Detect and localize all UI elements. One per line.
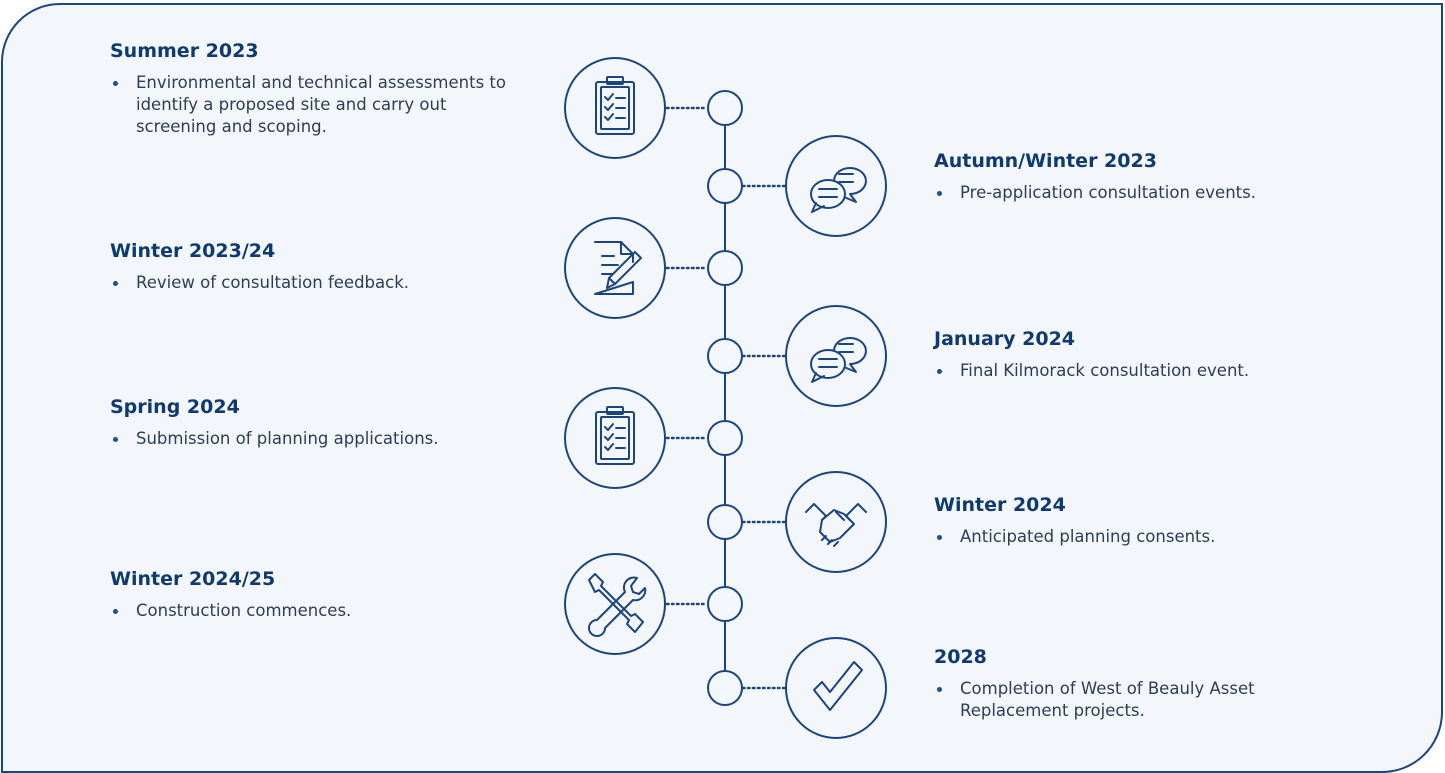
node-january-2024 — [707, 338, 743, 374]
clipboard-checklist-icon — [595, 76, 635, 135]
icon-circle-winter-2024-25 — [564, 553, 666, 655]
node-2028 — [707, 670, 743, 706]
wrench-screwdriver-icon — [588, 573, 647, 637]
node-winter-2023-24 — [707, 250, 743, 286]
milestone-bullet: Pre-application consultation events. — [934, 182, 1354, 204]
node-winter-2024-25 — [707, 586, 743, 622]
milestone-autumn-winter-2023: Autumn/Winter 2023 Pre-application consu… — [934, 150, 1354, 204]
clipboard-checklist-icon — [595, 406, 635, 465]
milestone-bullets: Review of consultation feedback. — [110, 272, 550, 294]
node-summer-2023 — [707, 90, 743, 126]
milestone-title: Winter 2024 — [934, 494, 1066, 516]
document-edit-icon — [594, 241, 642, 295]
milestone-bullet: Anticipated planning consents. — [934, 526, 1354, 548]
connectors — [665, 106, 787, 690]
milestone-title: 2028 — [934, 646, 987, 668]
milestone-bullet: Environmental and technical assessments … — [110, 72, 516, 138]
milestone-title: Winter 2023/24 — [110, 240, 276, 262]
milestone-title: Summer 2023 — [110, 40, 259, 62]
handshake-icon — [805, 503, 867, 547]
milestone-bullets: Construction commences. — [110, 600, 550, 622]
milestone-bullet: Construction commences. — [110, 600, 550, 622]
panel-border — [1, 3, 1443, 773]
timeline-nodes — [707, 90, 743, 706]
milestone-title: Spring 2024 — [110, 396, 240, 418]
checkmark-icon — [813, 661, 863, 711]
milestone-summer-2023: Summer 2023 Environmental and technical … — [110, 40, 550, 138]
icon-circle-winter-2024 — [785, 471, 887, 573]
milestone-winter-2024: Winter 2024 Anticipated planning consent… — [934, 494, 1354, 548]
node-spring-2024 — [707, 420, 743, 456]
milestone-bullet: Final Kilmorack consultation event. — [934, 360, 1354, 382]
milestone-bullets: Environmental and technical assessments … — [110, 72, 550, 138]
node-winter-2024 — [707, 504, 743, 540]
milestone-winter-2024-25: Winter 2024/25 Construction commences. — [110, 568, 550, 622]
milestone-bullets: Completion of West of Beauly Asset Repla… — [934, 678, 1354, 722]
milestone-bullets: Final Kilmorack consultation event. — [934, 360, 1354, 382]
milestone-title: Winter 2024/25 — [110, 568, 276, 590]
milestone-bullet: Submission of planning applications. — [110, 428, 550, 450]
milestone-bullets: Submission of planning applications. — [110, 428, 550, 450]
milestone-title: January 2024 — [934, 328, 1076, 350]
milestone-january-2024: January 2024 Final Kilmorack consultatio… — [934, 328, 1354, 382]
milestone-bullet: Completion of West of Beauly Asset Repla… — [934, 678, 1260, 722]
speech-bubbles-icon — [810, 167, 867, 213]
milestone-spring-2024: Spring 2024 Submission of planning appli… — [110, 396, 550, 450]
milestone-winter-2023-24: Winter 2023/24 Review of consultation fe… — [110, 240, 550, 294]
milestone-2028: 2028 Completion of West of Beauly Asset … — [934, 646, 1354, 722]
icon-circle-2028 — [785, 637, 887, 739]
milestone-bullets: Pre-application consultation events. — [934, 182, 1354, 204]
milestone-bullet: Review of consultation feedback. — [110, 272, 550, 294]
icon-circle-winter-2023-24 — [564, 217, 666, 319]
node-autumn-winter-2023 — [707, 168, 743, 204]
milestone-title: Autumn/Winter 2023 — [934, 150, 1157, 172]
speech-bubbles-icon — [810, 337, 867, 383]
milestone-bullets: Anticipated planning consents. — [934, 526, 1354, 548]
